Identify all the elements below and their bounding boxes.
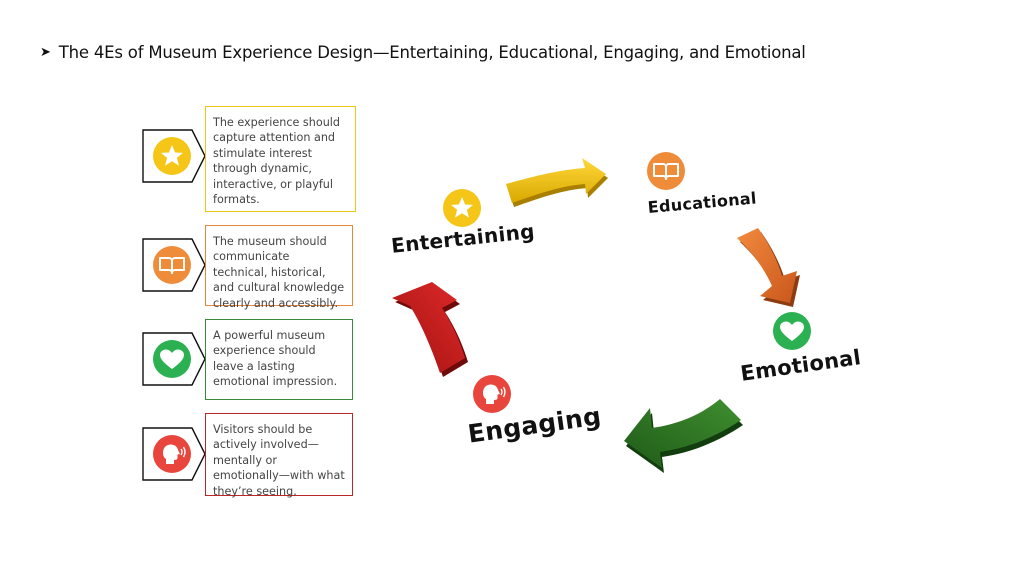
card-text: The museum should communicate technical,…: [213, 235, 345, 310]
heart-icon: [780, 321, 804, 341]
hex-badge-entertaining: [142, 129, 206, 183]
card-engaging: Visitors should be actively involved—men…: [205, 413, 353, 498]
heart-icon: [160, 349, 184, 369]
card-text: Visitors should be actively involved—men…: [213, 423, 345, 498]
book-icon: [159, 257, 185, 274]
arrow-educational-to-emotional: [737, 228, 800, 307]
card-emotional: A powerful museum experience should leav…: [205, 319, 353, 400]
hex-badge-educational: [142, 238, 206, 292]
arrow-entertaining-to-educational: [506, 158, 608, 207]
star-icon: [451, 197, 473, 218]
arrow-emotional-to-engaging: [624, 399, 743, 473]
stage-icon-emotional: [773, 312, 811, 350]
stage-icon-educational: [647, 152, 685, 190]
hex-badge-emotional: [142, 332, 206, 386]
speaking-head-icon: [163, 444, 186, 464]
arrow-bullet-icon: ➤: [40, 44, 51, 60]
card-educational: The museum should communicate technical,…: [205, 225, 353, 310]
slide-title: The 4Es of Museum Experience Design—Ente…: [58, 42, 806, 62]
book-icon: [653, 163, 679, 180]
star-icon: [161, 145, 183, 166]
arrow-engaging-to-entertaining: [392, 282, 468, 377]
hex-badge-engaging: [142, 427, 206, 481]
stage-icon-engaging: [473, 375, 511, 413]
card-text: A powerful museum experience should leav…: [213, 329, 338, 389]
speaking-head-icon: [483, 384, 506, 404]
slide-title-row: ➤ The 4Es of Museum Experience Design—En…: [40, 40, 806, 64]
stage-icon-entertaining: [443, 189, 481, 227]
card-text: The experience should capture attention …: [213, 116, 340, 207]
card-entertaining: The experience should capture attention …: [205, 106, 356, 212]
